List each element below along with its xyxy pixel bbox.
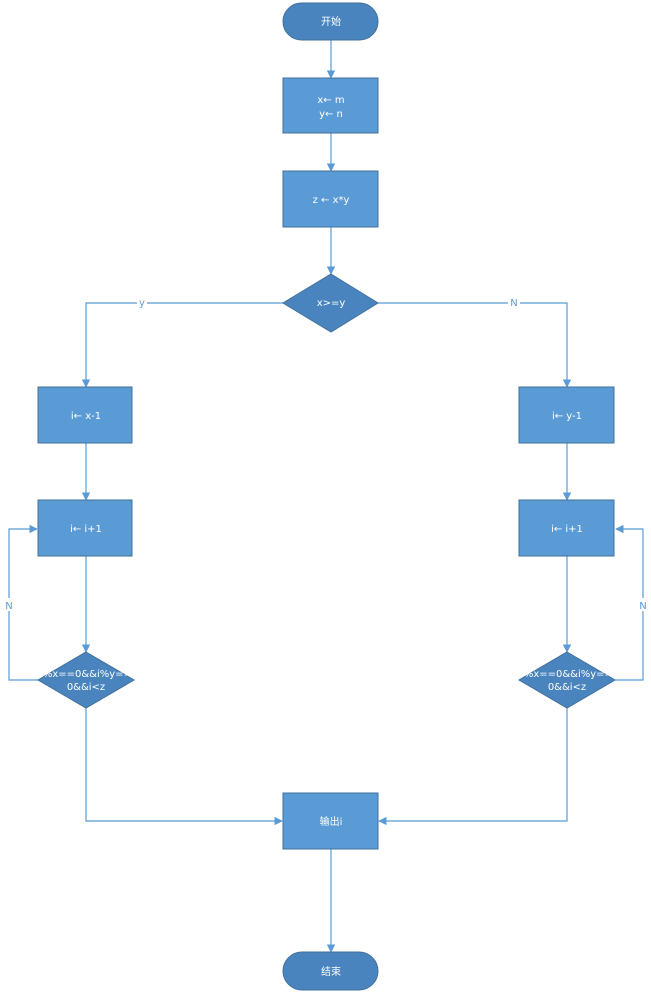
edge-label-right-loop: N [639,601,646,612]
left-check-shape [37,651,135,709]
start-terminator: 开始 [282,2,379,41]
left-inc-shape [37,499,133,557]
left-check-decision: i%x==0&&i%y== 0&&i<z [37,651,135,709]
right-inc-label: i← i+1 [551,524,583,535]
left-inc-process: i← i+1 [37,499,133,557]
edge-label-yes: y [139,298,145,309]
compare-shape [282,273,379,333]
left-check-line-2: 0&&i<z [67,682,105,693]
connectors [8,40,644,953]
right-inc-process: i← i+1 [518,499,615,557]
edge-compare-yes [81,302,283,388]
init-line-2: y← n [319,109,343,120]
end-label: 结束 [321,965,341,978]
start-shape [282,2,379,41]
right-check-line-2: 0&&i<z [548,682,586,693]
left-inc-label: i← i+1 [70,524,102,535]
edge-compare-no [378,302,572,388]
end-terminator: 结束 [282,951,379,991]
init-shape [282,77,379,134]
start-label: 开始 [321,15,341,28]
product-shape [282,170,379,228]
compare-label: x>=y [317,298,346,309]
end-shape [282,951,379,991]
edge-left-to-output [85,708,283,826]
left-init-process: i← x-1 [37,386,133,444]
output-label: 输出i [320,815,343,828]
left-init-label: i← x-1 [71,411,101,422]
right-check-decision: i%x==0&&i%y== 0&&i<z [518,651,616,709]
product-process: z ← x*y [282,170,379,228]
right-init-process: i← y-1 [518,386,615,444]
edge-right-to-output [378,708,568,826]
left-init-shape [37,386,133,444]
edge-label-left-loop: N [5,601,12,612]
right-check-line-1: i%x==0&&i%y== [521,669,613,680]
right-check-shape [518,651,616,709]
edge-labels: y N N N [3,296,649,612]
output-shape [282,792,379,850]
right-init-shape [518,386,615,444]
init-process: x← m y← n [282,77,379,134]
left-check-line-1: i%x==0&&i%y== [40,669,132,680]
init-line-1: x← m [317,95,344,106]
right-init-label: i← y-1 [552,411,582,422]
right-inc-shape [518,499,615,557]
output-process: 输出i [282,792,379,850]
product-label: z ← x*y [313,195,350,206]
edge-label-no: N [510,298,517,309]
compare-decision: x>=y [282,273,379,333]
